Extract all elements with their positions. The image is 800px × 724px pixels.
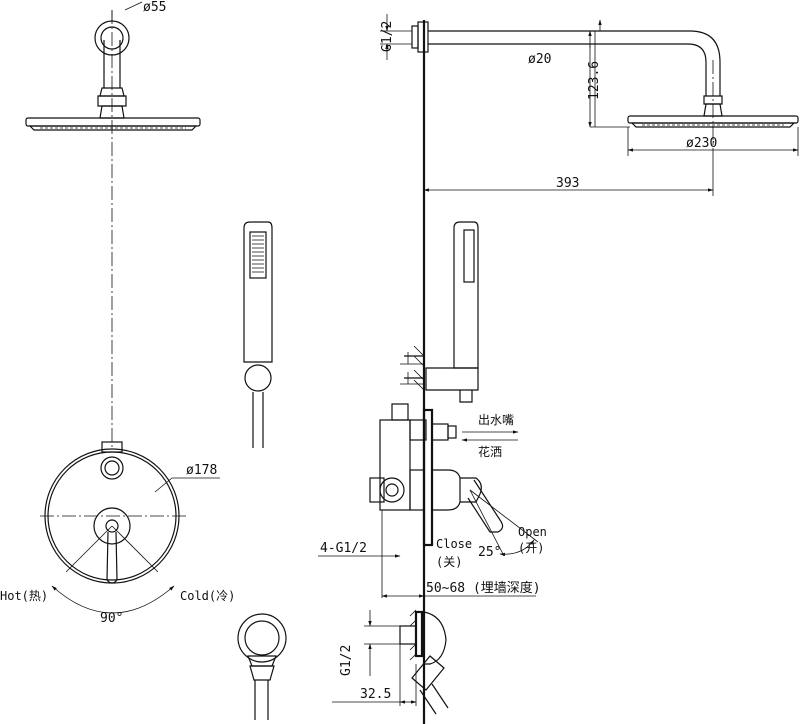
close-label: Close bbox=[436, 537, 472, 551]
close-cn-label: (关) bbox=[436, 555, 462, 569]
concealed-valve-body bbox=[369, 403, 539, 557]
arm-dimension-lines bbox=[380, 14, 799, 196]
shower-label: 花洒 bbox=[478, 444, 502, 459]
plate-diameter-label: ø178 bbox=[186, 463, 217, 478]
lever-angle-label: 25° bbox=[478, 545, 501, 560]
inlet-dimension-lines bbox=[318, 510, 536, 598]
open-label: Open bbox=[518, 525, 547, 539]
flange-diameter-label: ø55 bbox=[143, 0, 166, 15]
spout-label: 出水嘴 bbox=[478, 413, 514, 427]
shower-arm-side-view bbox=[411, 21, 799, 160]
drop-height-label: 123.6 bbox=[587, 61, 602, 100]
top-thread-label: G1/2 bbox=[380, 21, 395, 52]
hot-label: Hot(热) bbox=[0, 589, 48, 603]
arm-diameter-label: ø20 bbox=[528, 52, 551, 67]
hand-shower-side-view bbox=[400, 221, 479, 403]
inlets-label: 4-G1/2 bbox=[320, 541, 367, 556]
shower-head-front-view bbox=[25, 1, 201, 450]
cold-label: Cold(冷) bbox=[180, 589, 235, 603]
wall-outlet-front-view bbox=[237, 613, 287, 720]
handle-angle-label: 90° bbox=[100, 611, 123, 626]
outlet-depth-label: 32.5 bbox=[360, 687, 391, 702]
wall-depth-label: 50~68 (埋墙深度) bbox=[426, 580, 541, 596]
outlet-label-arrows bbox=[461, 430, 519, 442]
wall-plate-front-view bbox=[40, 441, 220, 614]
outlet-dimension-lines bbox=[332, 610, 417, 706]
head-diameter-label: ø230 bbox=[686, 136, 717, 151]
wall-outlet-side-view bbox=[399, 609, 449, 715]
arm-length-label: 393 bbox=[556, 176, 579, 191]
outlet-thread-label: G1/2 bbox=[339, 645, 354, 676]
hand-shower-front-view bbox=[243, 221, 273, 448]
open-cn-label: (开) bbox=[518, 541, 544, 555]
